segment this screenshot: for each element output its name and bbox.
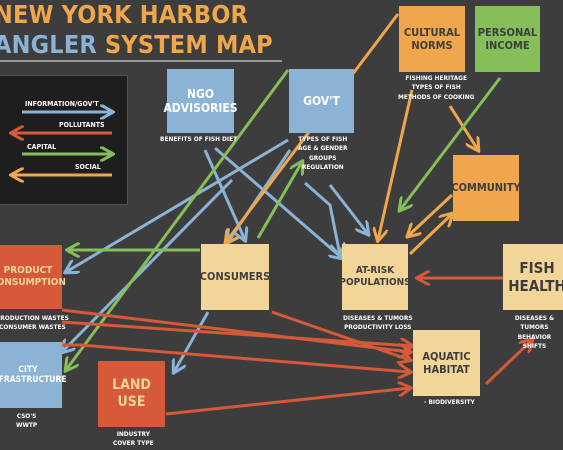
arrow-cultural-to-atrisk [378,89,414,240]
node-consumers[interactable]: CONSUMERS [200,244,270,310]
arrow-consumers-to-city [174,311,210,372]
legend-social-label: SOCIAL [75,163,101,171]
arrow-landuse-to-aquatic [165,388,410,416]
arrow-atrisk-to-community [408,214,452,256]
node-cultural-norms[interactable]: CULTURAL NORMS [399,6,465,72]
caption-govt: TYPES OF FISH AGE & GENDER GROUPS REGULA… [298,135,348,172]
arrow-landuse-to-city [66,69,290,370]
node-govt[interactable]: GOV'T [289,69,354,133]
title-angler: ANGLER [0,30,97,59]
legend-capital-label: CAPITAL [27,143,57,151]
caption-cultural: FISHING HERITAGE TYPES OF FISH METHODS O… [398,74,475,101]
arrow-city-to-aquatic [62,343,410,372]
arrow-community-to-atrisk [408,193,454,236]
node-at-risk-populations[interactable]: AT-RISK POPULATIONS [339,244,411,310]
arrow-govt-to-atrisk-2 [328,184,368,234]
arrow-consumers-to-aquatic [271,310,410,360]
node-ngo-advisories[interactable]: NGO ADVISORIES [163,69,238,133]
arrow-income-to-community [400,77,502,210]
node-fish-health[interactable]: FISH HEALTH [503,244,563,310]
legend-info-label: INFORMATION/GOV'T [25,100,99,108]
caption-city: CSO'S WWTP [16,412,38,430]
caption-fishhealth: DISEASES & TUMORS BEHAVIOR SHIFTS [514,314,555,351]
node-aquatic-habitat[interactable]: AQUATIC HABITAT [413,330,480,396]
map-title-line2: ANGLER SYSTEM MAP [0,32,273,57]
caption-ngo: BENEFITS OF FISH DIET [160,135,238,143]
arrow-consumers-to-govt [256,162,302,239]
caption-atrisk: DISEASES & TUMORS PRODUCTIVITY LOSS [343,314,413,332]
arrow-aquatic-to-fishhealth [484,340,532,386]
map-title-line1: NEW YORK HARBOR [0,0,249,29]
arrow-product-to-atrisk [61,320,412,346]
arrow-govt-to-atrisk [304,181,340,255]
node-product-consumption[interactable]: PRODUCT CONSUMPTION [0,245,66,309]
caption-landuse: INDUSTRY COVER TYPE [113,430,154,448]
caption-product: PRODUCTION WASTES CONSUMER WASTES [0,314,69,332]
node-city-infrastructure[interactable]: CITY INFRASTRUCTURE [0,342,67,408]
node-community[interactable]: COMMUNITY [451,155,521,221]
title-system-map: SYSTEM MAP [96,30,273,59]
legend-pollutants-label: POLLUTANTS [59,121,105,129]
caption-aquatic: - BIODIVERSITY [424,398,475,406]
arrow-product-to-aquatic [61,308,410,352]
title-underline [0,60,282,62]
node-personal-income[interactable]: PERSONAL INCOME [475,6,540,72]
node-land-use[interactable]: LAND USE [98,361,165,427]
